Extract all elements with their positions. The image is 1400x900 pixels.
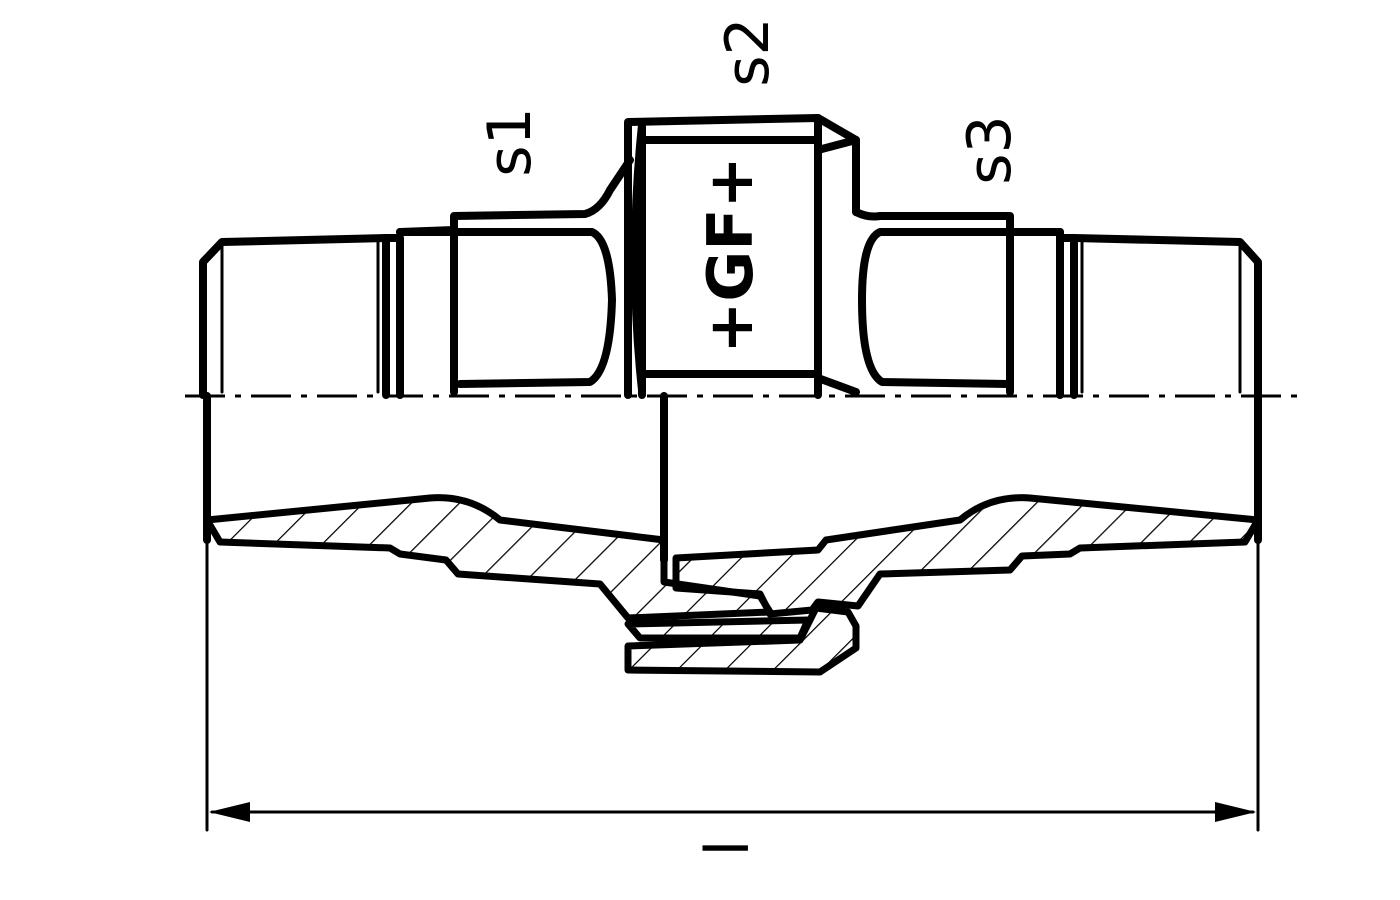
length-dimension — [205, 538, 1260, 832]
right-hex-face — [858, 228, 1014, 396]
left-hex-s1-outline — [396, 156, 634, 236]
dim-arrow-right — [1215, 802, 1256, 822]
union-ring-section — [624, 604, 860, 676]
dim-arrow-left — [209, 802, 250, 822]
fitting-outer-view — [199, 114, 1262, 544]
right-hex-s3-outline — [852, 208, 1064, 236]
right-section-hatch — [672, 494, 1262, 618]
left-hex-face — [450, 228, 616, 396]
center-hex-face — [631, 114, 860, 399]
label-s1: s1 — [475, 107, 545, 176]
union-nut-section — [624, 616, 812, 642]
label-length: l — [693, 840, 763, 857]
label-s3: s3 — [955, 115, 1025, 184]
left-groove-outline — [382, 226, 458, 399]
right-groove-outline — [1056, 228, 1078, 399]
fitting-section — [203, 392, 1262, 676]
right-thread-outline — [1070, 234, 1262, 544]
left-thread-outline — [199, 234, 390, 399]
gf-logo: +GF+ — [694, 156, 767, 353]
left-section-hatch — [203, 494, 774, 622]
label-s2: s2 — [713, 17, 783, 86]
